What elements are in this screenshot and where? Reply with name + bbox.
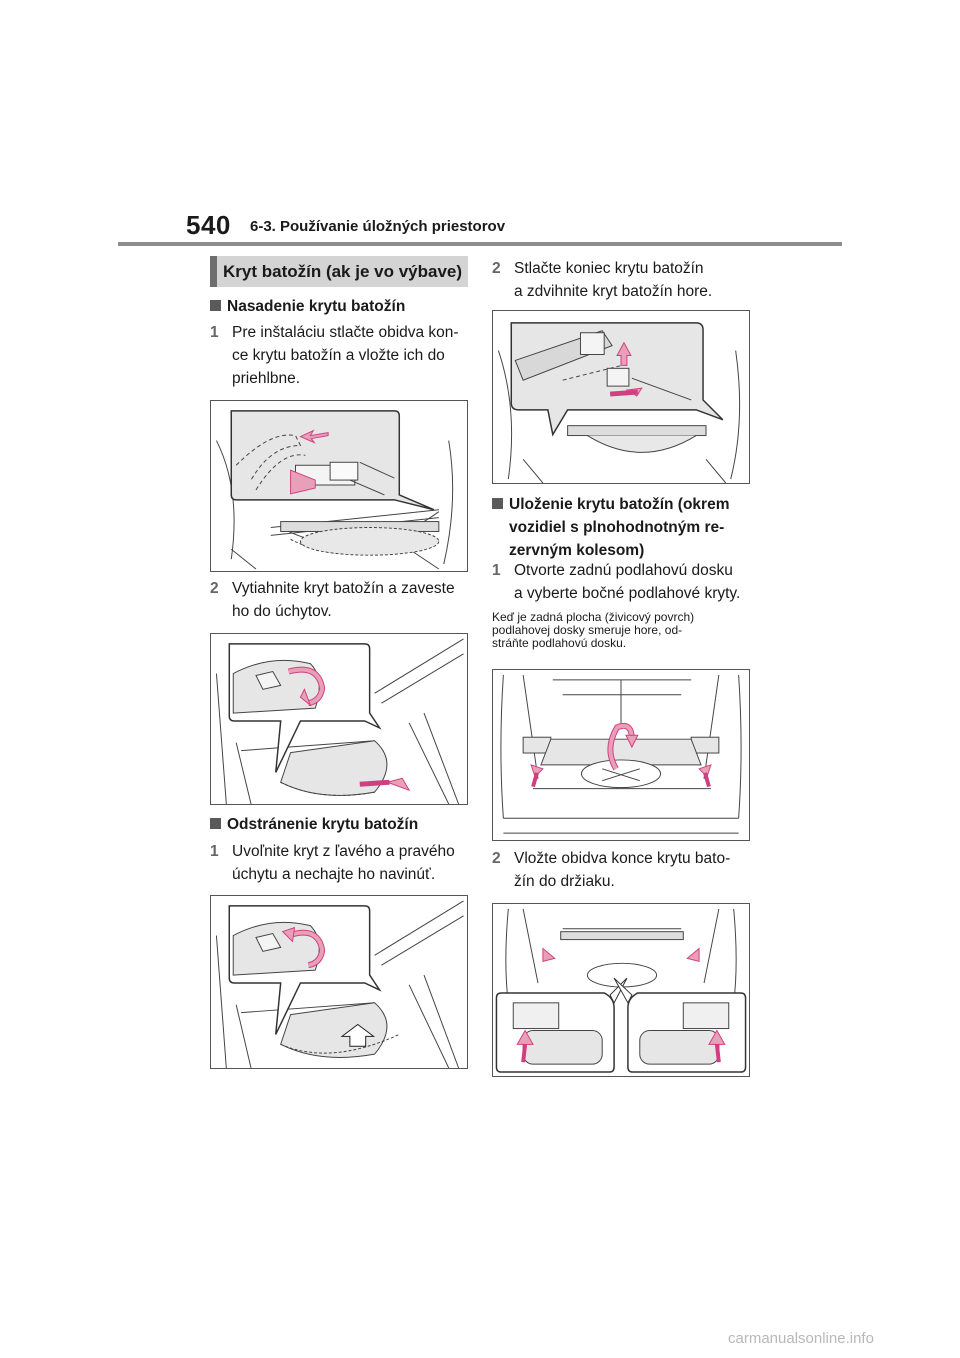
step-text-line: ho do úchytov. [232, 603, 332, 620]
section-title: Kryt batožín (ak je vo výbave) [210, 256, 468, 287]
step-number: 2 [492, 260, 501, 277]
remove-step-1: 1 Uvoľnite kryt z ľavého a pravého úchyt… [210, 840, 470, 886]
step-text-line: Stlačte koniec krytu batožín [514, 260, 704, 277]
figure-floor-board [492, 669, 750, 841]
install-step-1: 1 Pre inštaláciu stlačte obidva kon- ce … [210, 321, 470, 391]
step-number: 2 [210, 580, 219, 597]
illustration-install [215, 410, 454, 570]
install-step-2: 2 Vytiahnite kryt batožín a zaveste ho d… [210, 577, 470, 623]
illustration-lift [497, 322, 741, 483]
bullet-square-icon [210, 818, 221, 829]
storage-step-1: 1 Otvorte zadnú podlahovú dosku a vybert… [492, 559, 752, 605]
storage-heading: Uloženie krytu batožín (okrem vozidiel s… [492, 493, 752, 562]
chapter-title: 6-3. Používanie úložných priestorov [250, 218, 506, 235]
remove-step-2: 2 Stlačte koniec krytu batožín a zdvihni… [492, 257, 752, 303]
watermark: carmanualsonline.info [728, 1330, 874, 1347]
figure-hang-cover [210, 633, 468, 805]
step-text-line: Pre inštaláciu stlačte obidva kon- [232, 324, 459, 341]
step-number: 1 [210, 324, 219, 341]
step-number: 1 [210, 843, 219, 860]
step-text-line: ce krytu batožín a vložte ich do [232, 347, 445, 364]
step-text-line: a zdvihnite kryt batožín hore. [514, 283, 713, 300]
illustration-hang [215, 638, 464, 804]
illustration-insert-holder [495, 908, 747, 1073]
bullet-square-icon [492, 498, 503, 509]
remove-heading: Odstránenie krytu batožín [210, 813, 418, 836]
illustration-floor-board [500, 674, 742, 834]
bullet-square-icon [210, 300, 221, 311]
step-text-line: a vyberte bočné podlahové kryty. [514, 585, 741, 602]
step-number: 1 [492, 562, 501, 579]
step-text-line: priehlbne. [232, 370, 301, 387]
step-text-line: Uvoľnite kryt z ľavého a pravého [232, 843, 455, 860]
storage-step-2: 2 Vložte obidva konce krytu bato- žín do… [492, 847, 752, 893]
step-text-line: Vložte obidva konce krytu bato- [514, 850, 731, 867]
figure-lift-cover [492, 310, 750, 484]
storage-note: Keď je zadná plocha (živicový povrch) po… [492, 610, 695, 650]
step-number: 2 [492, 850, 501, 867]
figure-install-cover [210, 400, 468, 572]
step-text-line: žín do držiaku. [514, 873, 615, 890]
page-number: 540 [186, 210, 231, 240]
install-heading: Nasadenie krytu batožín [210, 295, 405, 318]
illustration-release [215, 900, 464, 1068]
step-text-line: Vytiahnite kryt batožín a zaveste [232, 580, 455, 597]
figure-insert-holder [492, 903, 750, 1077]
figure-release-cover [210, 895, 468, 1069]
header-divider [118, 242, 842, 246]
step-text-line: úchytu a nechajte ho navinúť. [232, 866, 436, 883]
step-text-line: Otvorte zadnú podlahovú dosku [514, 562, 733, 579]
